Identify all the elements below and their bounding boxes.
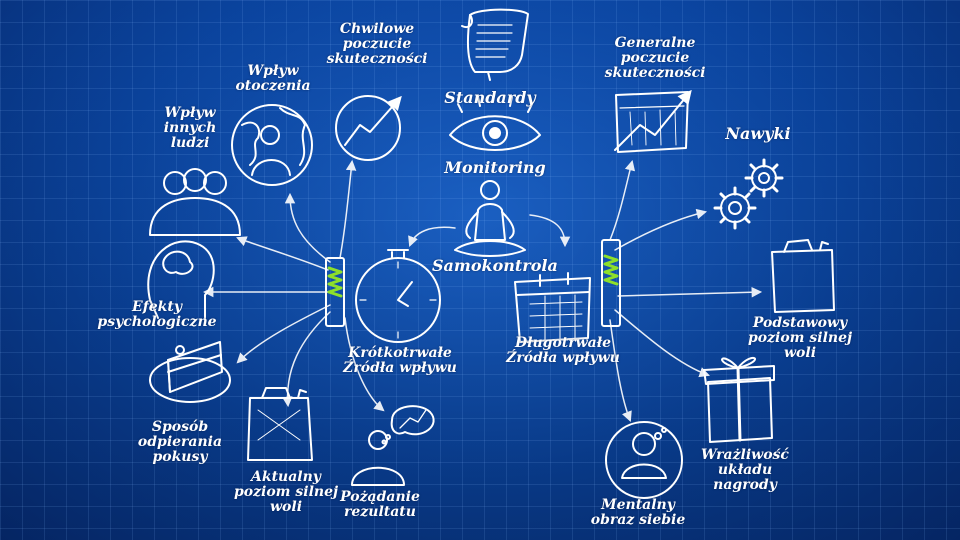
gauge-icon [335,95,402,161]
label-chwilowe-poczucie: Chwilowe poczucie skuteczności [326,21,428,67]
chart-window-icon [614,89,692,153]
label-podstawowy-poziom: Podstawowy poziom silnej woli [747,315,853,361]
label-aktualny-poziom: Aktualny poziom silnej woli [233,469,339,515]
label-monitoring: Monitoring [444,158,546,177]
label-samokontrola: Samokontrola [432,256,558,275]
label-wplyw-innych-ludzi: Wpływ innych ludzi [163,105,217,151]
arrow-right-to-generalne [609,159,636,241]
scroll-icon [461,8,529,81]
globe-icon [231,104,313,186]
label-wrazliwosc: Wrażliwość układu nagrody [701,447,789,493]
label-sposob-odpierania: Sposób odpierania pokusy [137,419,223,465]
calendar-icon [514,272,591,343]
right-gauge-bar [601,239,621,327]
label-generalne-poczucie: Generalne poczucie skuteczności [604,35,706,81]
arrow-right-to-podstawowy [617,286,763,298]
label-pozadanie-rezultatu: Pożądanie rezultatu [340,489,420,520]
arrow-left-to-otoczenie [284,192,331,263]
arrow-left-to-pozadanie [344,317,385,412]
label-mentalny-obraz: Mentalny obraz siebie [590,497,686,528]
cake-icon [149,341,231,403]
label-dlugotrwale: Długotrwałe Źródła wpływu [506,335,620,366]
jerrycan-icon [247,387,313,461]
meditation-icon [454,180,526,257]
connectors [202,159,763,422]
gift-icon [703,356,775,443]
jerrycan-right-icon [771,239,835,313]
people-icon [149,168,241,236]
gears-icon [713,158,784,230]
left-gauge-bar [325,257,345,327]
arrow-left-to-pokusa [236,304,331,364]
arrow-right-to-nawyki [614,208,708,251]
arrow-left-to-ludzi [236,236,329,271]
arrow-right-to-mentalny [609,319,632,422]
label-efekty-psychologiczne: Efekty psychologiczne [97,299,217,330]
arrow-left-to-chwilowe [339,159,357,259]
arrow-left-to-aktualny [282,311,331,408]
label-standardy: Standardy [444,88,536,107]
arrow-self-to-krotko [408,226,456,247]
label-wplyw-otoczenia: Wpływ otoczenia [235,63,311,94]
label-krotkotrwale: Krótkotrwałe Źródła wpływu [343,345,457,376]
arrow-self-to-dlugo [529,214,571,248]
desire-person-icon [351,405,435,486]
arrow-right-to-wrazliwosc [614,309,710,378]
label-nawyki: Nawyki [725,124,791,143]
eye-icon [449,96,541,151]
self-image-icon [605,421,683,499]
stopwatch-icon [355,249,441,343]
head-icon [147,240,215,319]
